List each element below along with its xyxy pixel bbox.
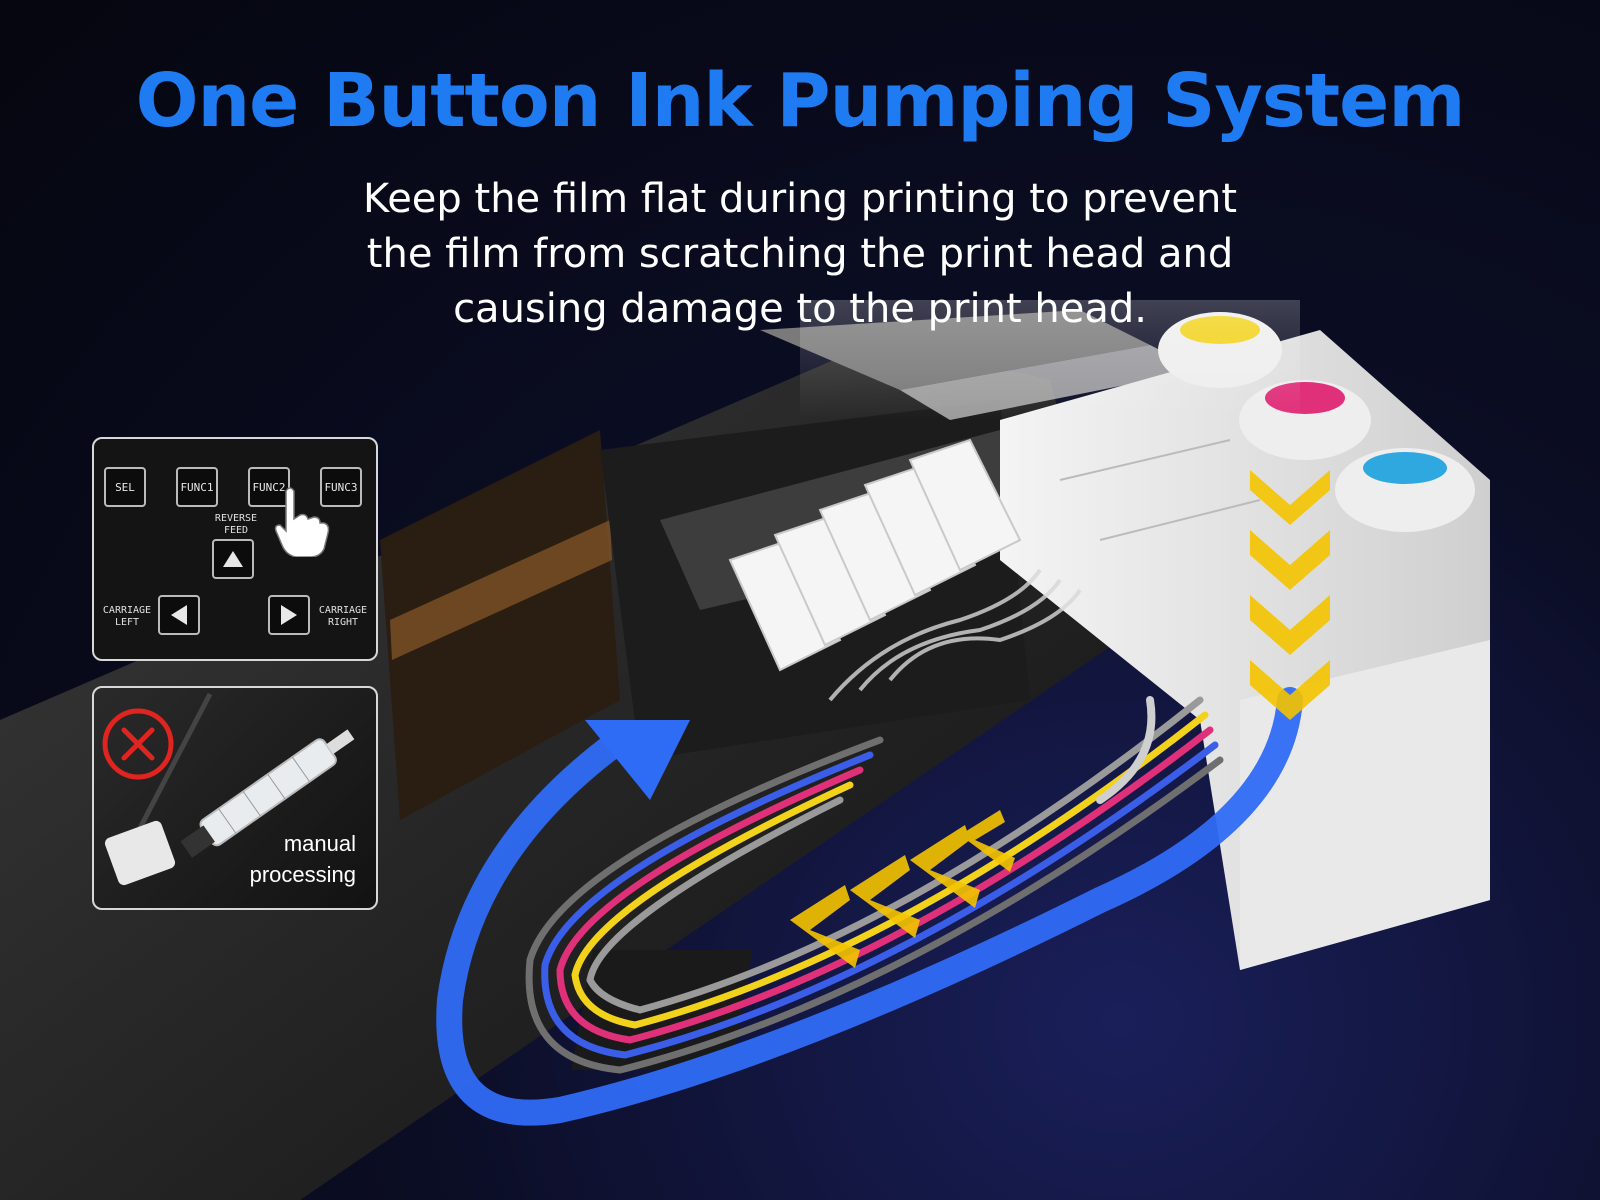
left-chevrons bbox=[790, 810, 1015, 968]
func2-key: FUNC2 bbox=[248, 467, 290, 507]
right-arrow-icon bbox=[281, 605, 297, 625]
func1-key-label: FUNC1 bbox=[180, 480, 214, 494]
flow-arrow bbox=[436, 687, 1303, 1126]
control-panel-inset: SEL FUNC1 FUNC2 FUNC3 REVERSE FEED CARRI… bbox=[92, 437, 378, 661]
syringe-icon bbox=[104, 692, 355, 886]
page-title: One Button Ink Pumping System bbox=[135, 58, 1466, 144]
func3-key: FUNC3 bbox=[320, 467, 362, 507]
ink-tubes bbox=[525, 696, 1224, 1074]
up-arrow-icon bbox=[223, 551, 243, 567]
cross-circle-icon bbox=[102, 708, 174, 780]
left-arrow-icon bbox=[171, 605, 187, 625]
carriage-right-label: CARRIAGE RIGHT bbox=[318, 605, 368, 628]
sel-key: SEL bbox=[104, 467, 146, 507]
manual-processing-label: manual processing bbox=[249, 831, 356, 887]
carriage-right-key bbox=[268, 595, 310, 635]
page-subtitle: Keep the film flat during printing to pr… bbox=[362, 176, 1238, 332]
clear-tubes bbox=[828, 568, 1082, 702]
carriage-left-key bbox=[158, 595, 200, 635]
reverse-feed-key bbox=[212, 539, 254, 579]
carriage-left-label: CARRIAGE LEFT bbox=[102, 605, 152, 628]
down-chevrons bbox=[1250, 470, 1330, 720]
func2-key-label: FUNC2 bbox=[252, 480, 286, 494]
func1-key: FUNC1 bbox=[176, 467, 218, 507]
sel-key-label: SEL bbox=[115, 480, 135, 494]
reverse-feed-label: REVERSE FEED bbox=[214, 513, 258, 536]
hand-pointer-icon bbox=[274, 487, 330, 557]
ink-dampers bbox=[728, 438, 1022, 672]
func3-key-label: FUNC3 bbox=[324, 480, 358, 494]
manual-processing-inset: manual processing bbox=[92, 686, 378, 910]
